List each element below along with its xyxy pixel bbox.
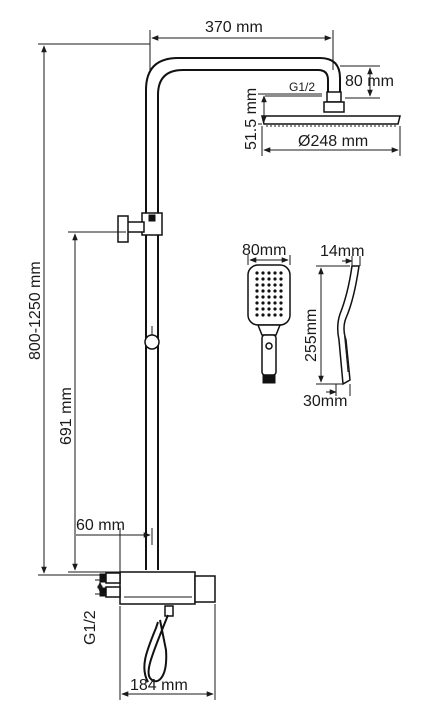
- handshower-depth-bottom-label: 30mm: [303, 393, 347, 410]
- handshower-width-label: 80mm: [242, 242, 286, 259]
- riser-pipe: [145, 57, 341, 570]
- handshower-length-label: 255mm: [303, 309, 320, 362]
- total-height-label: 800-1250 mm: [27, 261, 44, 360]
- handshower-width-dimension: 80mm: [242, 242, 291, 265]
- inlet-thread-bottom: G1/2: [82, 579, 106, 645]
- diverter-knob: [144, 326, 160, 350]
- holder-height-label: 691 mm: [58, 387, 75, 445]
- handshower-depth-top-label: 14mm: [320, 243, 364, 260]
- shower-head: [261, 91, 401, 127]
- handshower-length-dimension: 255mm: [303, 265, 350, 385]
- mixer-body: [99, 571, 216, 617]
- handshower-depth-top-dimension: 14mm: [320, 243, 364, 266]
- outlet-offset-dimension: 60 mm: [76, 517, 153, 575]
- inlet-thread-top-label: G1/2: [289, 80, 315, 94]
- mixer-width-label: 184 mm: [130, 677, 188, 694]
- total-height-dimension: 800-1250 mm: [27, 43, 150, 576]
- handshower-depth-bottom-dimension: 30mm: [303, 384, 351, 410]
- head-offset-dimension: 80 mm: [340, 65, 394, 99]
- head-thickness-dimension: 51.5 mm: [243, 88, 322, 150]
- head-thickness-label: 51.5 mm: [243, 88, 260, 150]
- outlet-offset-label: 60 mm: [76, 517, 125, 534]
- inlet-thread-top: G1/2: [265, 80, 322, 97]
- head-diameter-label: Ø248 mm: [298, 133, 368, 150]
- handshower-side: [336, 265, 360, 386]
- inlet-thread-bottom-label: G1/2: [82, 610, 99, 645]
- arm-width-label: 370 mm: [205, 19, 263, 36]
- handshower-front: [247, 264, 291, 384]
- shower-hose: [143, 614, 169, 683]
- arm-width-dimension: 370 mm: [149, 19, 334, 70]
- mixer-width-dimension: 184 mm: [119, 604, 216, 700]
- head-offset-label: 80 mm: [345, 73, 394, 90]
- holder-height-dimension: 691 mm: [58, 231, 126, 573]
- handshower-holder: [117, 212, 163, 243]
- head-diameter-dimension: Ø248 mm: [261, 126, 401, 156]
